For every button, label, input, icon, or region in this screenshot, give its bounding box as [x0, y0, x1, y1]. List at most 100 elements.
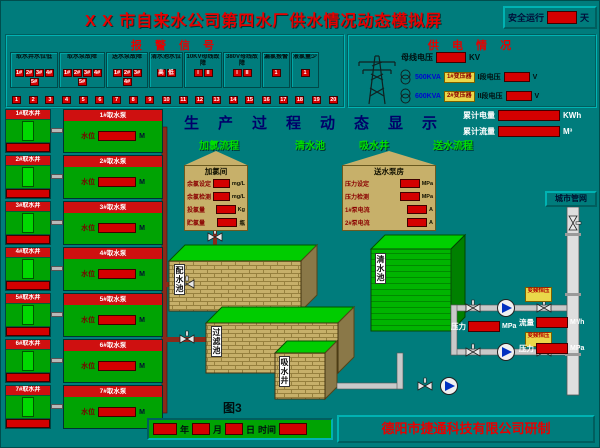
- pump-module: 7#取水泵 水位 M: [63, 385, 163, 429]
- well-tank: 5#取水井: [5, 293, 51, 337]
- total-energy-row: 累计电量 KWh: [463, 110, 581, 121]
- row-display: [407, 218, 428, 227]
- alarm-lamp: 4: [62, 96, 72, 104]
- filter-tank-label: 过滤池: [211, 326, 222, 357]
- transformer-icon: [400, 69, 411, 85]
- alarm-lamp: 9: [145, 96, 155, 104]
- level-gauge: [22, 167, 34, 187]
- row-label: 2#泵电流: [345, 221, 370, 227]
- pump-module-title: 7#取水泵: [64, 386, 162, 397]
- pump-module-title: 6#取水泵: [64, 340, 162, 351]
- pump-module-title: 1#取水泵: [64, 110, 162, 121]
- pump-module-title: 4#取水泵: [64, 248, 162, 259]
- house-row: 余氯设定 mg/L: [187, 177, 245, 190]
- stage-chlorination: 加氯流程: [199, 141, 239, 152]
- power-panel: 供 电 情 况 母线电压 KV 500KVA 1#变压器 I段电压: [347, 34, 597, 108]
- pressure-label: 压力: [451, 322, 466, 331]
- distribution-tank-label: 配水池: [174, 264, 185, 295]
- well-tank-label: 6#取水井: [6, 340, 50, 349]
- house-title: 送水泵房: [374, 167, 404, 176]
- row-unit: MPa: [421, 193, 433, 200]
- process-title: 生产过程动态显示: [184, 115, 457, 132]
- level-label: 水位: [81, 271, 96, 278]
- transformer-kva: 600KVA: [415, 92, 441, 100]
- house-row: 1#泵电流 A: [345, 203, 433, 216]
- alarm-lamp: II: [203, 69, 213, 77]
- suction-well-label: 吸水井: [279, 356, 290, 387]
- alarm-lamps: I II: [186, 69, 220, 77]
- house-row: 投氯量 Kg: [187, 203, 245, 216]
- level-gauge: [22, 305, 34, 325]
- well-level-display: [6, 235, 50, 244]
- pump-module: 3#取水泵 水位 M: [63, 201, 163, 245]
- well-row: 1#取水井 1#取水泵 水位 M: [5, 109, 163, 153]
- well-tank-label: 4#取水井: [6, 248, 50, 257]
- outlet-flow-row: 流量 M³/h: [519, 317, 584, 328]
- house-row: 压力检测 MPa: [345, 190, 433, 203]
- level-unit: M: [139, 132, 145, 140]
- safe-run-box: 安全运行 天: [503, 6, 597, 29]
- pump-icon: [440, 377, 458, 395]
- row-display: [399, 192, 420, 201]
- well-row: 6#取水井 6#取水泵 水位 M: [5, 339, 163, 383]
- transformer-row-1: 500KVA 1#变压器 I段电压 V: [399, 69, 537, 85]
- total-energy-label: 累计电量: [463, 111, 495, 120]
- flow-display: [536, 317, 568, 328]
- well-pipe: [51, 128, 63, 133]
- transformer-row-2: 600KVA 2#变压器 II段电压 V: [399, 88, 539, 104]
- time-display: [279, 423, 308, 435]
- alarm-lamp: 19: [312, 96, 322, 104]
- alarm-lamp: 14: [228, 96, 238, 104]
- well-tank: 2#取水井: [5, 155, 51, 199]
- year-display: [153, 423, 177, 435]
- alarm-group-chlorine-leak: 漏氯报警 1: [262, 52, 290, 88]
- house-row: 2#泵电流 A: [345, 216, 433, 229]
- alarm-groups: 取水井水位低 1# 2# 3# 4# 5# 取水泵故障 1# 2# 3# 4# …: [10, 52, 319, 88]
- alarm-lamp: 1#: [14, 69, 24, 77]
- alarm-group-label: 送水泵故障: [111, 54, 142, 60]
- section-voltage-display: [505, 91, 532, 101]
- row-unit: mg/L: [231, 193, 245, 200]
- alarm-lamp: 20: [328, 96, 338, 104]
- total-energy-display: [498, 110, 560, 121]
- house-row: 压力设定 MPa: [345, 177, 433, 190]
- well-row: 5#取水井 5#取水泵 水位 M: [5, 293, 163, 337]
- alarm-lamps: I II: [225, 69, 259, 77]
- level-label: 水位: [81, 133, 96, 140]
- stage-suction-well: 吸水井: [359, 141, 389, 152]
- alarm-group-label: 清水池水位: [151, 54, 181, 60]
- stage-clearwell: 清水池: [295, 141, 325, 152]
- total-energy-unit: KWh: [563, 111, 582, 120]
- row-unit: A: [429, 219, 433, 226]
- alarm-lamp: I: [193, 69, 203, 77]
- alarm-lamp: 5: [78, 96, 88, 104]
- row-display: [217, 218, 238, 227]
- level-gauge: [22, 213, 34, 233]
- row-display: [399, 179, 420, 188]
- pressure-unit: MPa: [570, 345, 585, 352]
- clear-water-tank: [369, 233, 467, 333]
- alarm-lamp: II: [242, 69, 252, 77]
- vfd-tag-1: 变频恒压: [525, 287, 552, 302]
- level-label: 水位: [81, 179, 96, 186]
- alarm-group-label: 漏氯报警: [264, 54, 288, 60]
- city-main-pipe: [566, 206, 580, 396]
- well-level-display: [6, 327, 50, 336]
- pressure-unit: MPa: [502, 323, 517, 330]
- well-level-display: [6, 419, 50, 428]
- alarm-lamps: 1: [264, 69, 288, 77]
- section-voltage-label: II段电压: [477, 93, 503, 100]
- bus-voltage-unit: KV: [469, 53, 481, 62]
- pump-module: 6#取水泵 水位 M: [63, 339, 163, 383]
- pump-module: 2#取水泵 水位 M: [63, 155, 163, 199]
- alarm-lamp: 3: [45, 96, 55, 104]
- time-label: 时间: [258, 424, 277, 435]
- row-unit: Kg: [237, 206, 245, 213]
- pump-module: 1#取水泵 水位 M: [63, 109, 163, 153]
- pump-module: 4#取水泵 水位 M: [63, 247, 163, 291]
- alarm-lamp: 低: [166, 69, 176, 77]
- level-display: [98, 269, 137, 279]
- alarm-lamp: 12: [195, 96, 205, 104]
- well-row: 3#取水井 3#取水泵 水位 M: [5, 201, 163, 245]
